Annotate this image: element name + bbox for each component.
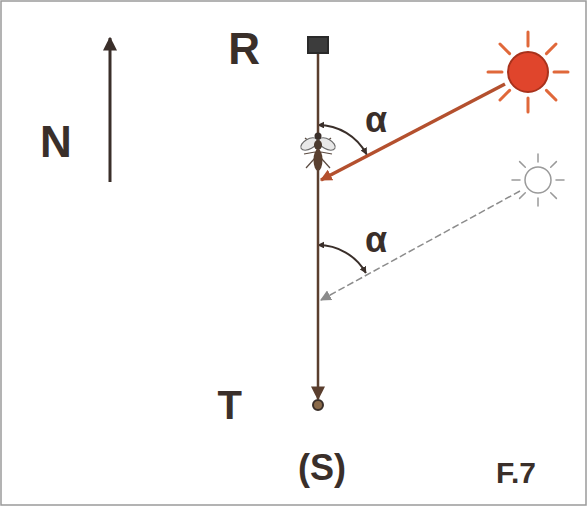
hive-letter: R <box>228 27 260 71</box>
north-arrow <box>109 38 112 182</box>
sun-ray <box>321 84 505 180</box>
north-letter: N <box>40 120 72 164</box>
south-letter: (S) <box>298 450 346 486</box>
bee-figure <box>299 133 338 172</box>
pale-sun-ray <box>321 191 520 300</box>
pale-sun <box>512 154 564 206</box>
sun <box>488 32 568 112</box>
angle-symbol: α <box>365 102 387 138</box>
angle-arc <box>318 245 366 273</box>
flight-line <box>317 54 320 399</box>
target-letter: T <box>218 385 242 425</box>
hive-box: R <box>307 36 329 54</box>
figure-number: F.7 <box>496 458 536 488</box>
angle-symbol: α <box>365 222 387 258</box>
target-dot: T <box>312 399 324 411</box>
